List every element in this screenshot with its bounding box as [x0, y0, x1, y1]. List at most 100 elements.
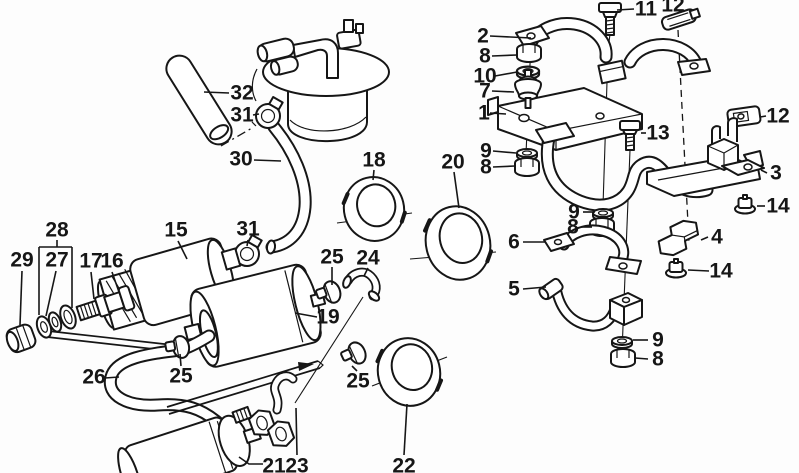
- callout-25-12[interactable]: 25: [320, 246, 344, 269]
- part-14-nut: [734, 194, 756, 215]
- callout-22-20[interactable]: 22: [392, 455, 415, 473]
- leader-line-16: [111, 271, 120, 293]
- leader-line-18: [372, 169, 375, 181]
- leader-line-10: [494, 71, 518, 77]
- callout-31-7[interactable]: 31: [236, 218, 260, 241]
- part-18-rubber-ring: [341, 176, 407, 242]
- callout-10-25[interactable]: 10: [473, 65, 496, 88]
- leader-line-2: [489, 35, 532, 39]
- callout-9-34[interactable]: 9: [568, 201, 580, 224]
- part-3-bracket: [707, 117, 765, 176]
- callout-25-17[interactable]: 25: [346, 370, 370, 393]
- callout-5-39[interactable]: 5: [508, 278, 520, 301]
- callout-9-32[interactable]: 9: [480, 140, 492, 163]
- callout-2-23[interactable]: 2: [477, 25, 489, 48]
- leader-line-29: [19, 270, 23, 326]
- callout-30-2[interactable]: 30: [229, 148, 252, 171]
- part-2-clamp-strap: [515, 17, 627, 85]
- part-31-hose-clamp: [251, 96, 284, 129]
- part-fitting-bolt: [231, 405, 253, 424]
- leader-line-26: [104, 376, 120, 379]
- part-fuel-canister: [251, 19, 390, 143]
- leader-line-4: [700, 236, 709, 241]
- part-9-washer-3: [611, 336, 633, 349]
- part-5-clamp: [538, 277, 643, 332]
- leader-line-30: [253, 159, 282, 162]
- callout-23-19[interactable]: 23: [285, 455, 308, 473]
- callout-12-29[interactable]: 12: [766, 105, 789, 128]
- callout-20-4[interactable]: 20: [441, 151, 464, 174]
- callout-24-13[interactable]: 24: [356, 247, 380, 270]
- callout-15-6[interactable]: 15: [164, 219, 188, 242]
- callout-1-27[interactable]: 1: [478, 102, 490, 125]
- callout-12-22[interactable]: 12: [661, 0, 684, 17]
- callout-21-18[interactable]: 21: [262, 455, 286, 473]
- leader-line-8: [491, 54, 518, 57]
- leader-line-31: [252, 113, 260, 116]
- callout-27-9[interactable]: 27: [45, 249, 68, 272]
- callout-18-3[interactable]: 18: [362, 149, 386, 172]
- callout-9-40[interactable]: 9: [652, 329, 664, 352]
- callout-26-15[interactable]: 26: [82, 366, 105, 389]
- part-29-cap-nut: [5, 323, 37, 354]
- part-6-clamp: [543, 224, 642, 275]
- leader-line-19: [294, 312, 318, 318]
- part-24-elbow-hose: [342, 267, 381, 302]
- leader-line-24: [363, 267, 369, 277]
- leader-line-20: [453, 171, 460, 209]
- leader-line-7: [491, 90, 515, 93]
- part-27-washer: [35, 315, 53, 339]
- callout-14-38[interactable]: 14: [709, 260, 733, 283]
- callout-16-11[interactable]: 16: [100, 250, 123, 273]
- callout-8-41[interactable]: 8: [652, 348, 664, 371]
- callout-19-14[interactable]: 19: [316, 306, 339, 329]
- part-7-rubber-mount: [514, 69, 542, 109]
- callout-11-21[interactable]: 11: [635, 0, 658, 21]
- part-8-nut-2: [514, 157, 540, 177]
- leader-line-14: [687, 269, 710, 272]
- callout-31-1[interactable]: 31: [230, 104, 254, 127]
- part-23-hose: [270, 371, 298, 415]
- callout-32-0[interactable]: 32: [230, 82, 253, 105]
- callout-13-28[interactable]: 13: [646, 122, 669, 145]
- part-11-bolt: [598, 2, 622, 36]
- leader-line-3: [760, 169, 768, 174]
- leader-line-1: [489, 112, 507, 115]
- leader-line-25: [351, 365, 358, 372]
- callout-3-30[interactable]: 3: [770, 162, 782, 185]
- part-banjo-fitting-2: [266, 420, 296, 447]
- part-32-pipe: [165, 54, 233, 146]
- part-2-clamp-strap-right: [623, 37, 711, 76]
- leader-line-12: [759, 115, 767, 118]
- part-19-fuel-filter: [183, 263, 327, 368]
- leader-line-32: [203, 91, 230, 94]
- part-13-bolt: [619, 120, 641, 151]
- callout-28-5[interactable]: 28: [45, 219, 69, 242]
- callout-4-37[interactable]: 4: [711, 226, 723, 249]
- part-bottom-fuel-pump: [117, 414, 262, 473]
- callout-29-8[interactable]: 29: [10, 249, 33, 272]
- part-28-seal-rings: [47, 304, 77, 333]
- leader-line-23: [295, 407, 298, 456]
- callout-8-24[interactable]: 8: [479, 45, 491, 68]
- callout-25-16[interactable]: 25: [169, 365, 193, 388]
- part-14-nut-2: [665, 258, 687, 279]
- leader-line-8: [492, 165, 516, 168]
- callout-6-36[interactable]: 6: [508, 231, 520, 254]
- part-30-hose: [265, 120, 312, 255]
- leader-line-21: [238, 456, 263, 465]
- leader-line-15: [177, 240, 188, 260]
- callout-8-35[interactable]: 8: [567, 216, 579, 239]
- part-20-rubber-ring: [423, 205, 493, 281]
- part-22-rubber-ring: [375, 337, 444, 407]
- part-25-hose-clamp-3: [337, 338, 370, 371]
- part-8-nut: [516, 43, 542, 63]
- callout-14-31[interactable]: 14: [766, 195, 790, 218]
- leader-line-11: [616, 8, 635, 11]
- callout-7-26[interactable]: 7: [479, 80, 491, 103]
- callout-8-33[interactable]: 8: [480, 156, 492, 179]
- callout-17-10[interactable]: 17: [79, 250, 102, 273]
- leader-line-8: [634, 357, 649, 360]
